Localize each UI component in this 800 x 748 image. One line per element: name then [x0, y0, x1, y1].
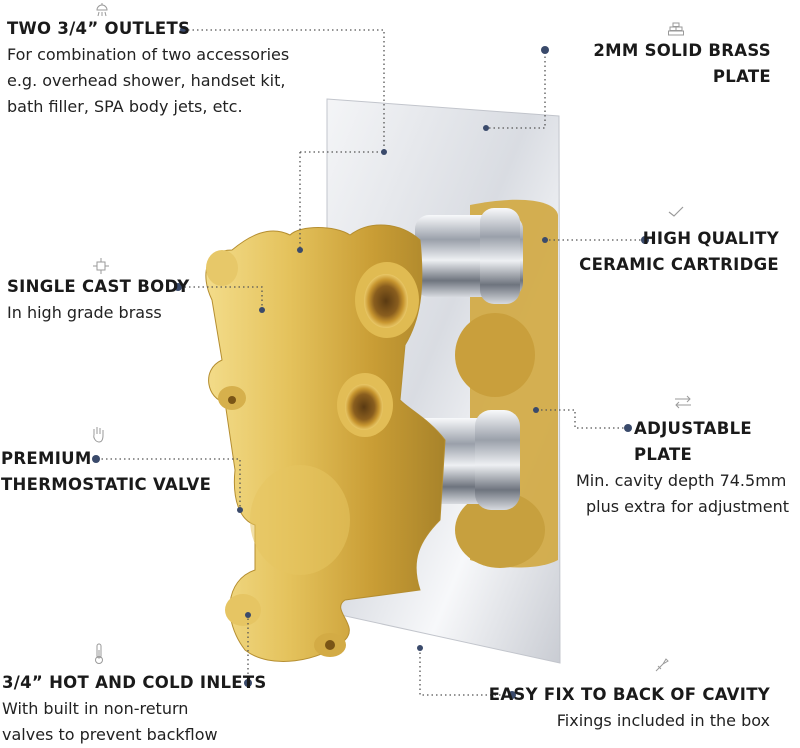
- hand-icon: [90, 425, 106, 443]
- thermometer-icon: [93, 643, 105, 665]
- outlets-desc-line-1: For combination of two accessories: [7, 45, 290, 64]
- annotation-adjustable-plate: ADJUSTABLE PLATE Min. cavity depth 74.5m…: [576, 416, 800, 520]
- adjustable-plate-title: ADJUSTABLE PLATE: [634, 419, 752, 464]
- cast-body-desc: In high grade brass: [7, 303, 162, 322]
- upper-cartridge: [415, 208, 523, 304]
- adjustable-plate-desc-line-2: plus extra for adjustment: [586, 497, 790, 516]
- annotation-cartridge: HIGH QUALITY CERAMIC CARTRIDGE: [579, 226, 779, 278]
- annotation-brass-plate: 2MM SOLID BRASS PLATE: [593, 38, 771, 90]
- inlets-desc-line-2: valves to prevent backflow: [2, 725, 218, 744]
- annotation-easy-fix: EASY FIX TO BACK OF CAVITY Fixings inclu…: [489, 682, 770, 734]
- brass-plate-title-line-2: PLATE: [712, 67, 771, 86]
- outlets-title: TWO 3/4” OUTLETS: [7, 19, 191, 38]
- annotation-inlets: 3/4” HOT AND COLD INLETS With built in n…: [2, 670, 267, 748]
- brass-bars-icon: [668, 22, 684, 36]
- thermostatic-title-line-2: THERMOSTATIC VALVE: [1, 475, 212, 494]
- cartridge-title-line-1: HIGH QUALITY: [642, 229, 779, 248]
- adjustable-plate-desc-line-1: Min. cavity depth 74.5mm: [576, 471, 787, 490]
- cast-body-title: SINGLE CAST BODY: [7, 277, 190, 296]
- annotation-outlets: TWO 3/4” OUTLETS For combination of two …: [7, 16, 289, 120]
- annotation-thermostatic: PREMIUM THERMOSTATIC VALVE: [1, 446, 211, 498]
- screwdriver-icon: [654, 657, 670, 673]
- easy-fix-desc: Fixings included in the box: [556, 711, 770, 730]
- cartridge-title-line-2: CERAMIC CARTRIDGE: [579, 255, 779, 274]
- inlets-title: 3/4” HOT AND COLD INLETS: [2, 673, 267, 692]
- outlets-desc-line-2: e.g. overhead shower, handset kit,: [7, 71, 286, 90]
- pipe-joint-icon: [92, 258, 110, 274]
- annotation-cast-body: SINGLE CAST BODY In high grade brass: [7, 274, 190, 326]
- checkmark-icon: [668, 206, 684, 218]
- easy-fix-title: EASY FIX TO BACK OF CAVITY: [488, 685, 770, 704]
- thermostatic-title-line-1: PREMIUM: [1, 449, 92, 468]
- outlets-desc-line-3: bath filler, SPA body jets, etc.: [7, 97, 243, 116]
- brass-plate-title-line-1: 2MM SOLID BRASS: [593, 41, 771, 60]
- arrows-left-right-icon: [674, 395, 692, 409]
- inlets-desc-line-1: With built in non-return: [2, 699, 189, 718]
- shower-icon: [94, 2, 110, 18]
